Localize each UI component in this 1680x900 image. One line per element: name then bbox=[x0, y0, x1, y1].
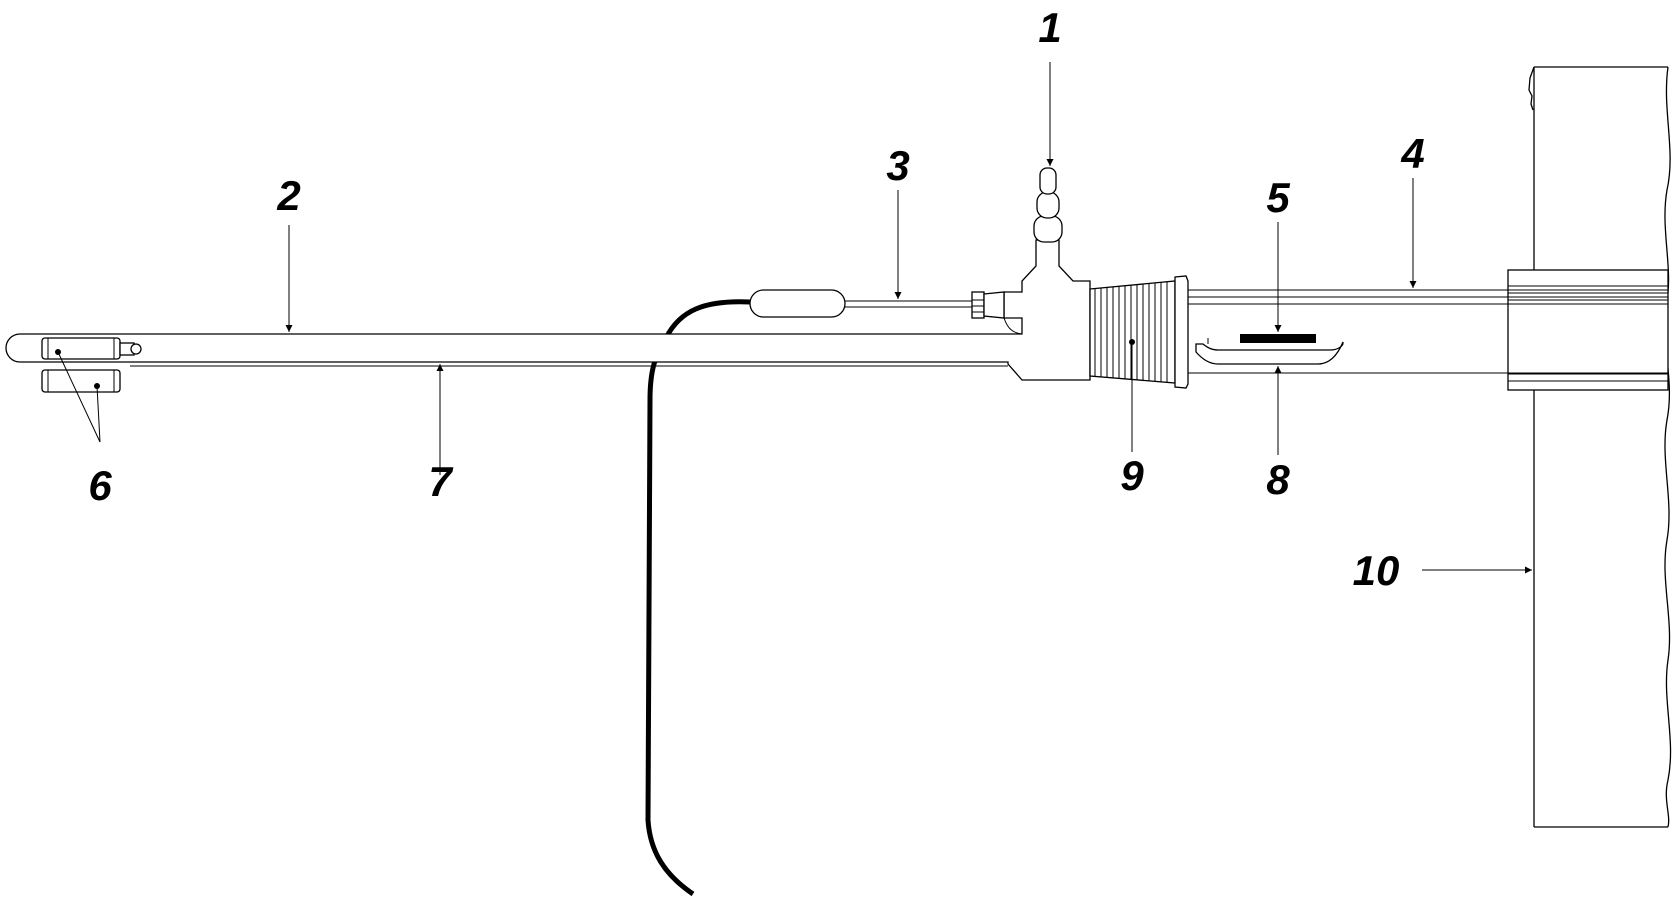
wall-sleeve bbox=[1507, 269, 1669, 391]
label-8: 8 bbox=[1266, 456, 1290, 503]
lead-lines bbox=[1188, 289, 1668, 374]
labels: 1 2 3 4 5 6 7 8 9 10 bbox=[88, 4, 1424, 594]
label-1: 1 bbox=[1038, 4, 1061, 51]
valve-knob bbox=[1033, 167, 1063, 243]
label-4: 4 bbox=[1400, 130, 1424, 177]
label-10: 10 bbox=[1353, 547, 1400, 594]
leader-lines bbox=[57, 62, 1532, 574]
wall bbox=[1528, 66, 1672, 828]
label-3: 3 bbox=[886, 142, 909, 189]
label-7: 7 bbox=[428, 458, 453, 505]
label-2: 2 bbox=[276, 172, 300, 219]
label-6: 6 bbox=[88, 462, 112, 509]
sensor-element bbox=[1240, 334, 1316, 343]
sensor-housing bbox=[1195, 334, 1344, 365]
cable bbox=[645, 299, 751, 897]
balloon bbox=[749, 289, 846, 318]
probe-tip bbox=[41, 337, 142, 393]
threaded-coupling bbox=[1089, 275, 1189, 389]
probe-body bbox=[5, 239, 1091, 381]
thin-tube bbox=[840, 300, 978, 308]
valve-connector bbox=[971, 291, 1005, 319]
label-9: 9 bbox=[1120, 452, 1144, 499]
label-5: 5 bbox=[1266, 174, 1290, 221]
